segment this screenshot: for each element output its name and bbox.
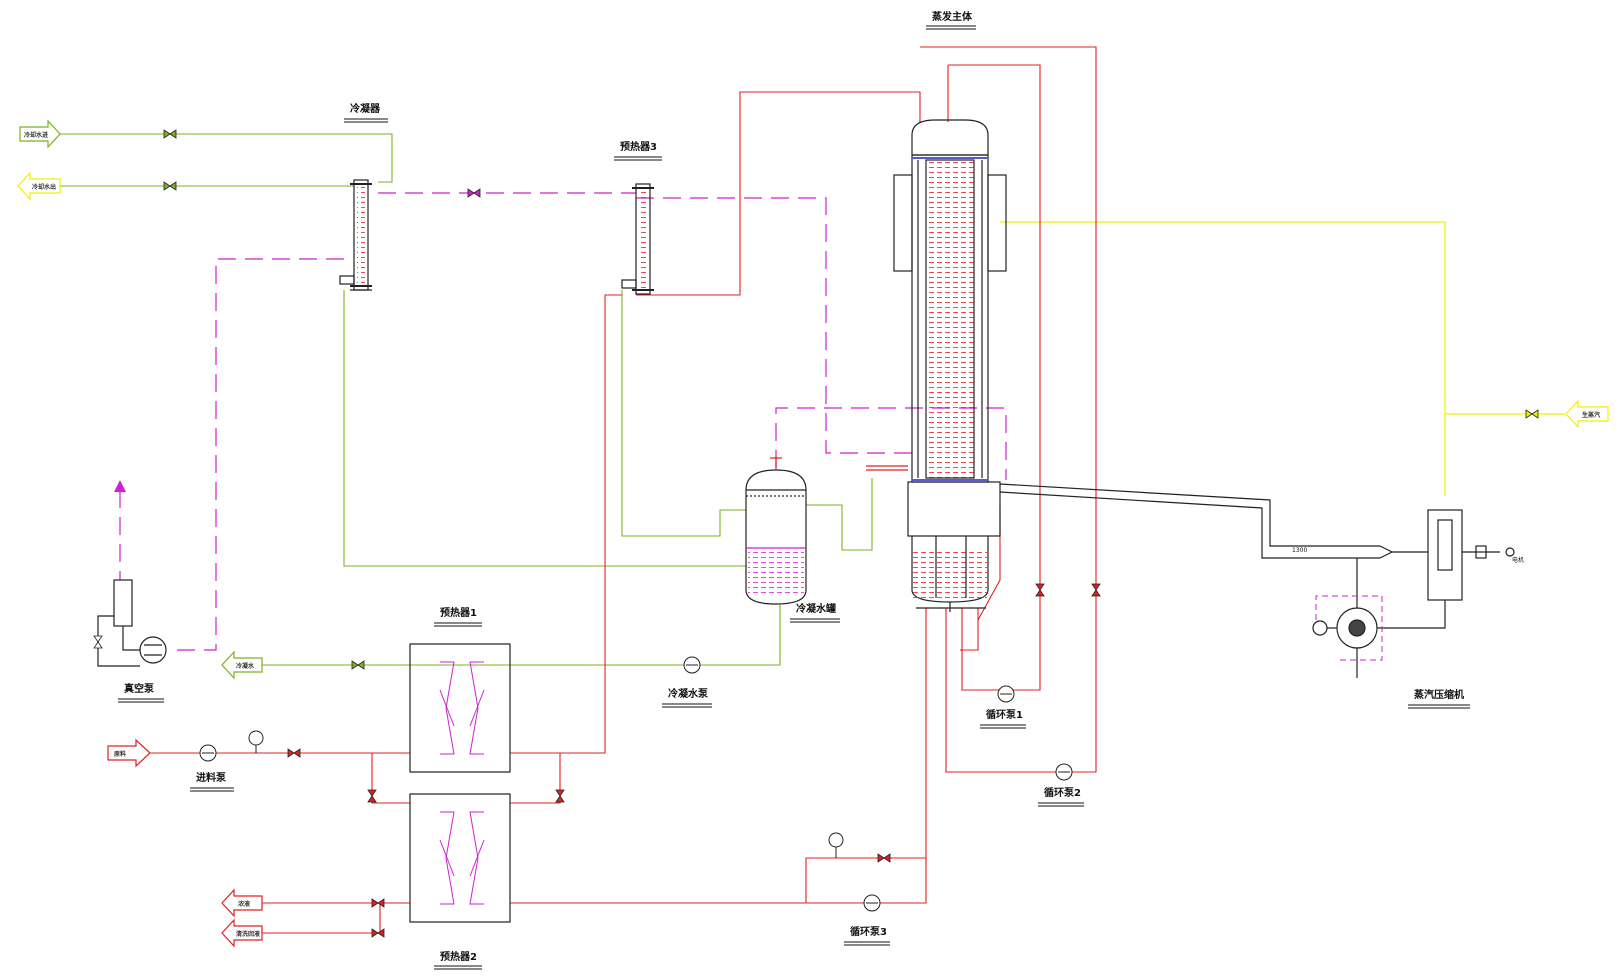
compressor-seal-loop: [1315, 595, 1383, 661]
arrow-steam-in: 生蒸汽: [1565, 399, 1609, 429]
condensate-pump-symbol: [683, 656, 701, 674]
vapour-duct: [999, 483, 1394, 559]
svg-text:蒸汽压缩机: 蒸汽压缩机: [1414, 688, 1464, 701]
motor-tag-label: 电机: [1512, 556, 1524, 564]
svg-text:真空泵: 真空泵: [124, 682, 155, 695]
arrow-cooling-water-out: 冷却水出: [17, 171, 61, 201]
vacuum-lines: [119, 192, 1007, 651]
label-compressor: 蒸汽压缩机: [1408, 688, 1470, 709]
evaporator-main-body: [866, 119, 1007, 612]
circ-pump3-symbol: [863, 894, 881, 912]
circ-pump2-symbol: [1055, 763, 1073, 781]
label-circ-pump1: 循环泵1: [980, 708, 1026, 729]
svg-text:循环泵2: 循环泵2: [1044, 786, 1081, 799]
label-feed-in: 原料: [114, 750, 126, 758]
preheater-1: [409, 643, 511, 773]
vacuum-arrowheads: [114, 480, 126, 492]
label-evaporator: 蒸发主体: [926, 10, 976, 30]
arrow-feed-in: 原料: [107, 738, 151, 768]
label-steam-in: 生蒸汽: [1582, 411, 1600, 419]
label-circ-pump2: 循环泵2: [1038, 786, 1084, 807]
circ-pump1-symbol: [997, 685, 1015, 703]
svg-text:预热器1: 预热器1: [440, 606, 477, 619]
label-cip-return: 清洗回液: [236, 930, 261, 938]
condensate-tank: [745, 456, 807, 605]
svg-text:预热器2: 预热器2: [440, 950, 477, 963]
label-condensate-tank: 冷凝水罐: [790, 602, 840, 623]
svg-text:循环泵3: 循环泵3: [850, 925, 887, 938]
cooling-water-lines: [58, 133, 873, 666]
preheater-2: [409, 793, 511, 923]
label-vacuum-pump: 真空泵: [118, 682, 164, 703]
label-condenser: 冷凝器: [344, 102, 388, 123]
condenser: [339, 179, 372, 291]
valves: [93, 129, 1539, 938]
feed-pump-symbol: [199, 744, 217, 762]
arrow-cip-return: 清洗回液: [221, 918, 263, 948]
label-preheater-3: 预热器3: [614, 140, 662, 161]
arrow-cooling-water-in: 冷却水进: [19, 119, 61, 149]
label-cooling-water-out: 冷却水出: [32, 183, 56, 191]
label-concentrate-out: 浓液: [238, 900, 251, 908]
label-feed-pump: 进料泵: [190, 771, 234, 792]
process-lines: [150, 46, 1097, 934]
pipe-size-label: 1300: [1292, 547, 1307, 554]
steam-lines: [1000, 221, 1565, 496]
arrow-condensate-out: 冷凝水: [221, 650, 263, 680]
steam-compressor: [1312, 509, 1515, 678]
pressure-gauges: [248, 730, 844, 858]
svg-text:冷凝水泵: 冷凝水泵: [668, 687, 709, 700]
svg-text:冷凝器: 冷凝器: [350, 102, 381, 115]
label-condensate-pump: 冷凝水泵: [662, 687, 712, 708]
arrow-concentrate-out: 浓液: [221, 888, 263, 918]
svg-text:冷凝水罐: 冷凝水罐: [796, 602, 836, 615]
preheater-3: [621, 183, 654, 295]
label-circ-pump3: 循环泵3: [844, 925, 890, 946]
label-preheater-1: 预热器1: [434, 606, 482, 627]
svg-text:进料泵: 进料泵: [196, 771, 227, 784]
svg-text:预热器3: 预热器3: [620, 140, 657, 153]
label-cooling-water-in: 冷却水进: [24, 131, 48, 139]
label-preheater-2: 预热器2: [434, 950, 482, 970]
vacuum-pump: [97, 579, 167, 667]
svg-text:循环泵1: 循环泵1: [986, 708, 1023, 721]
svg-text:蒸发主体: 蒸发主体: [932, 10, 973, 23]
label-condensate-out: 冷凝水: [236, 662, 255, 670]
